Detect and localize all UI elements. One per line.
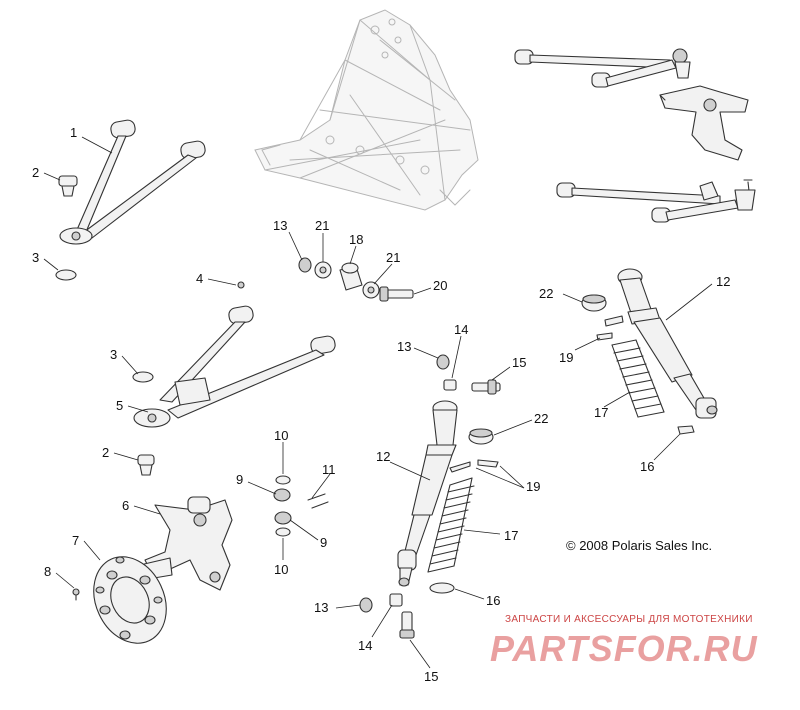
disc-bolt bbox=[72, 588, 80, 601]
watermark-tagline: ЗАПЧАСТИ И АКСЕССУАРЫ ДЛЯ МОТОТЕХНИКИ bbox=[505, 614, 753, 625]
brake-disc bbox=[93, 556, 167, 644]
spring-retainer-center bbox=[468, 428, 494, 445]
callout-9: 9 bbox=[320, 535, 327, 550]
callout-10: 10 bbox=[274, 428, 288, 443]
callout-22: 22 bbox=[534, 411, 548, 426]
callout-19: 19 bbox=[559, 350, 573, 365]
callout-13: 13 bbox=[273, 218, 287, 233]
callout-leader-lines bbox=[43, 136, 713, 669]
ball-joint-upper bbox=[58, 175, 78, 197]
callout-20: 20 bbox=[433, 278, 447, 293]
shock-absorber-right bbox=[617, 268, 718, 419]
shock-mount-hardware-lower bbox=[359, 593, 415, 639]
callout-2: 2 bbox=[102, 445, 109, 460]
coil-spring-center bbox=[427, 477, 475, 573]
watermark-logo: PARTSFOR.RU bbox=[490, 628, 758, 669]
callout-15: 15 bbox=[424, 669, 438, 684]
callout-9: 9 bbox=[236, 472, 243, 487]
ball-joint-lower bbox=[137, 454, 155, 476]
callout-5: 5 bbox=[116, 398, 123, 413]
shock-absorber-center bbox=[397, 400, 458, 587]
callout-21: 21 bbox=[315, 218, 329, 233]
callout-13: 13 bbox=[314, 600, 328, 615]
callout-12: 12 bbox=[376, 449, 390, 464]
callout-17: 17 bbox=[504, 528, 518, 543]
spring-seat-right bbox=[677, 425, 695, 435]
retaining-ring-upper bbox=[55, 269, 77, 281]
spring-keepers-right bbox=[596, 315, 624, 341]
callout-22: 22 bbox=[539, 286, 553, 301]
callout-6: 6 bbox=[122, 498, 129, 513]
callout-2: 2 bbox=[32, 165, 39, 180]
copyright-notice: © 2008 Polaris Sales Inc. bbox=[566, 538, 713, 553]
callout-17: 17 bbox=[594, 405, 608, 420]
bushing-hardware-row bbox=[298, 257, 414, 302]
callout-14: 14 bbox=[454, 322, 468, 337]
callout-7: 7 bbox=[72, 533, 79, 548]
callout-1: 1 bbox=[70, 125, 77, 140]
callout-13: 13 bbox=[397, 339, 411, 354]
callout-12: 12 bbox=[716, 274, 730, 289]
callout-18: 18 bbox=[349, 232, 363, 247]
callout-21: 21 bbox=[386, 250, 400, 265]
grease-fitting bbox=[237, 281, 245, 289]
retaining-ring-lower bbox=[132, 371, 154, 383]
upper-a-arm bbox=[59, 119, 206, 245]
callout-11: 11 bbox=[322, 462, 336, 477]
shock-mount-hardware-upper bbox=[436, 354, 501, 395]
nut-washer-cotter-set bbox=[273, 475, 329, 537]
callout-3: 3 bbox=[110, 347, 117, 362]
callout-10: 10 bbox=[274, 562, 288, 577]
callout-4: 4 bbox=[196, 271, 203, 286]
vehicle-frame-illustration bbox=[254, 9, 479, 211]
callout-14: 14 bbox=[358, 638, 372, 653]
spring-keepers-center bbox=[449, 459, 499, 473]
callout-labels: 1 2 3 4 3 5 2 6 7 8 13 21 18 21 20 13 14… bbox=[32, 125, 730, 684]
coil-spring-right bbox=[611, 339, 665, 418]
callout-16: 16 bbox=[640, 459, 654, 474]
callout-15: 15 bbox=[512, 355, 526, 370]
callout-3: 3 bbox=[32, 250, 39, 265]
spring-retainer-right bbox=[581, 294, 607, 312]
callout-19: 19 bbox=[526, 479, 540, 494]
spring-seat-center bbox=[429, 582, 455, 594]
callout-16: 16 bbox=[486, 593, 500, 608]
assembled-suspension-inset bbox=[514, 48, 756, 223]
callout-8: 8 bbox=[44, 564, 51, 579]
lower-a-arm bbox=[133, 305, 336, 428]
